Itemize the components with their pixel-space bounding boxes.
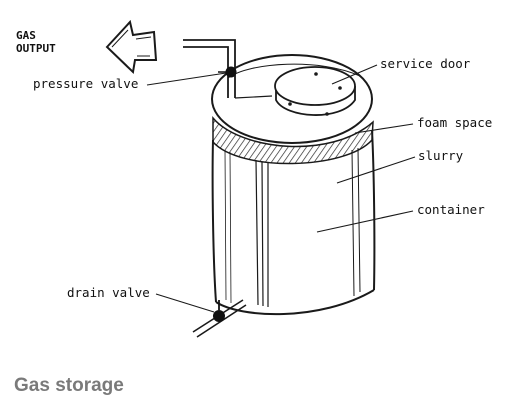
pressure-valve-knob [225, 66, 237, 78]
service-door [274, 66, 356, 116]
slurry-label: slurry [418, 148, 464, 163]
service-door-label: service door [380, 56, 471, 71]
gas-output-label-line1: GAS [16, 29, 36, 42]
gas-output-arrow-icon [105, 19, 158, 75]
gas-output-label-line2: OUTPUT [16, 42, 56, 55]
drain-valve-label: drain valve [67, 285, 150, 300]
figure-caption: Gas storage [14, 375, 124, 396]
container-cylinder [211, 129, 376, 316]
digester-diagram: GAS OUTPUT pressure valve service door f… [16, 19, 492, 338]
gas-pipe [183, 39, 273, 99]
leader-lines [146, 64, 416, 313]
drain-valve [192, 299, 247, 338]
foam-space-band [212, 115, 374, 165]
pressure-valve-label: pressure valve [33, 76, 138, 91]
container-label: container [417, 202, 485, 217]
foam-space-label: foam space [417, 115, 492, 130]
